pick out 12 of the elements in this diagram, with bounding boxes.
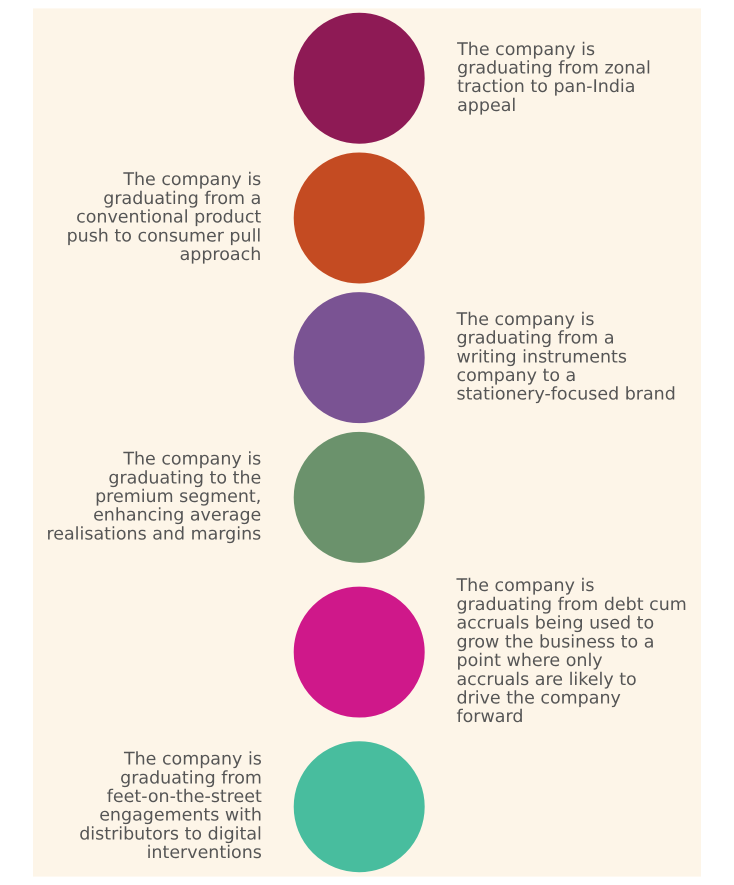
- node-circle: [294, 12, 425, 144]
- node-circle: [294, 741, 425, 872]
- node-circle: [294, 586, 425, 718]
- node-circle: [294, 432, 425, 563]
- node-label: The company is graduating from a conventional product push to consumer pull approach: [66, 170, 262, 265]
- node-circle: [294, 292, 425, 424]
- node-label: The company is graduating to the premium segment, enhancing average realisations and margins: [46, 450, 262, 544]
- node-label: The company is graduating from debt cum accruals being used to grow the business to a point where only accruals are likely to drive the company forward: [456, 576, 687, 728]
- node-label: The company is graduating from zonal traction to pan-India appeal: [457, 40, 651, 116]
- node-label: The company is graduating from a writing instruments company to a stationery-focused brand: [456, 310, 676, 405]
- node-circle: [294, 152, 425, 284]
- node-label: The company is graduating from feet-on-the-street engagements with distributors to digital interventions: [79, 750, 262, 864]
